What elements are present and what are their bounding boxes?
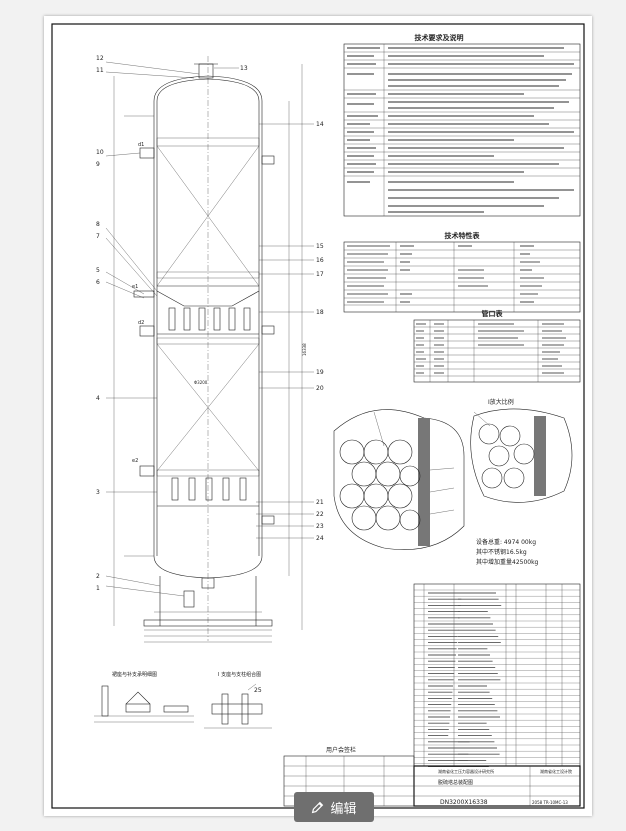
engineering-drawing: 12 11 13 14 10 9 8 7 5 6 15 16 17 18 19 … [51, 23, 585, 809]
part-number: 12 [96, 55, 104, 62]
tech-characteristics-table: 技术特性表 [343, 231, 581, 313]
part-number: 25 [254, 687, 262, 694]
part-number: 14 [316, 121, 324, 128]
project-ref: 湖南省化工压力容器设计研究所 [438, 768, 494, 774]
part-number: 8 [96, 221, 100, 228]
detail-label: I放大比例 [488, 398, 514, 406]
equipment-weight: 设备总重: 4974 00kg [476, 538, 536, 546]
water-weight: 其中增加重量42500kg [476, 558, 539, 566]
part-number: 15 [316, 243, 324, 250]
part-number: 5 [96, 267, 100, 274]
part-number-labels: 12 11 13 14 10 9 8 7 5 6 15 16 17 18 19 … [96, 55, 324, 694]
drawing-number: 2058 TR-10MC-13 [532, 800, 568, 805]
part-number: 1 [96, 585, 100, 592]
dim-label: e2 [132, 458, 138, 464]
dimension-spec: DN3200X16338 [440, 799, 488, 806]
dim-label: e1 [132, 284, 138, 290]
distributor-pipes-upper [168, 307, 251, 331]
drawing-name: 脱硫塔总装配图 [438, 779, 473, 786]
part-number: 16 [316, 257, 324, 264]
dim-label: d2 [138, 320, 144, 326]
dim-label: Φ3200 [194, 380, 208, 385]
nozzle-title: 管口表 [482, 309, 504, 318]
packing-weight: 其中不锈钢16.5kg [476, 548, 527, 556]
detail-enlarged-view: I放大比例 [470, 398, 573, 503]
part-number: 19 [316, 369, 324, 376]
packing-rings [339, 439, 421, 531]
edit-button-label: 编辑 [330, 801, 357, 817]
part-number: 24 [316, 535, 324, 542]
parts-list-table [413, 583, 581, 768]
part-number: 3 [96, 489, 100, 496]
distributor-pipes-lower [171, 477, 247, 501]
part-number: 18 [316, 309, 324, 316]
title-block: 湖南省化工压力容器设计研究所 湖南省化工设计院 脱硫塔总装配图 DN3200X1… [413, 765, 581, 807]
user-sign-title: 用户会签栏 [326, 746, 356, 754]
part-number: 13 [240, 65, 248, 72]
part-number: 10 [96, 149, 104, 156]
part-number: 17 [316, 271, 324, 278]
drawing-sheet: 12 11 13 14 10 9 8 7 5 6 15 16 17 18 19 … [44, 16, 592, 816]
right-view-title: I 支座与支柱组合图 [218, 671, 261, 678]
part-number: 2 [96, 573, 100, 580]
part-number: 9 [96, 161, 100, 168]
left-support-detail: 裙座与补支承明细图 [94, 671, 194, 723]
nozzle-table: 管口表 [413, 309, 581, 383]
pencil-icon [312, 801, 324, 813]
dim-label: 16338 [302, 343, 307, 356]
edit-button[interactable]: 编辑 [294, 792, 374, 822]
weight-notes: 设备总重: 4974 00kg 其中不锈钢16.5kg 其中增加重量42500k… [476, 538, 539, 566]
tech-requirements-table: 技术要求及说明 [343, 33, 581, 217]
tech-req-title: 技术要求及说明 [415, 33, 464, 42]
part-number: 11 [96, 67, 104, 74]
part-number: 22 [316, 511, 324, 518]
part-number: 20 [316, 385, 324, 392]
tech-char-title: 技术特性表 [445, 231, 481, 240]
part-number: 21 [316, 499, 324, 506]
dim-label: d1 [138, 142, 144, 148]
part-number: 4 [96, 395, 100, 402]
company-name: 湖南省化工设计院 [540, 768, 572, 774]
right-support-detail: I 支座与支柱组合图 [204, 671, 272, 729]
part-number: 7 [96, 233, 100, 240]
left-view-title: 裙座与补支承明细图 [112, 671, 157, 678]
part-number: 6 [96, 279, 100, 286]
drawing-frame [51, 23, 585, 809]
detail-packing-section [333, 409, 465, 550]
part-number: 23 [316, 523, 324, 530]
tower-vessel [105, 56, 314, 643]
